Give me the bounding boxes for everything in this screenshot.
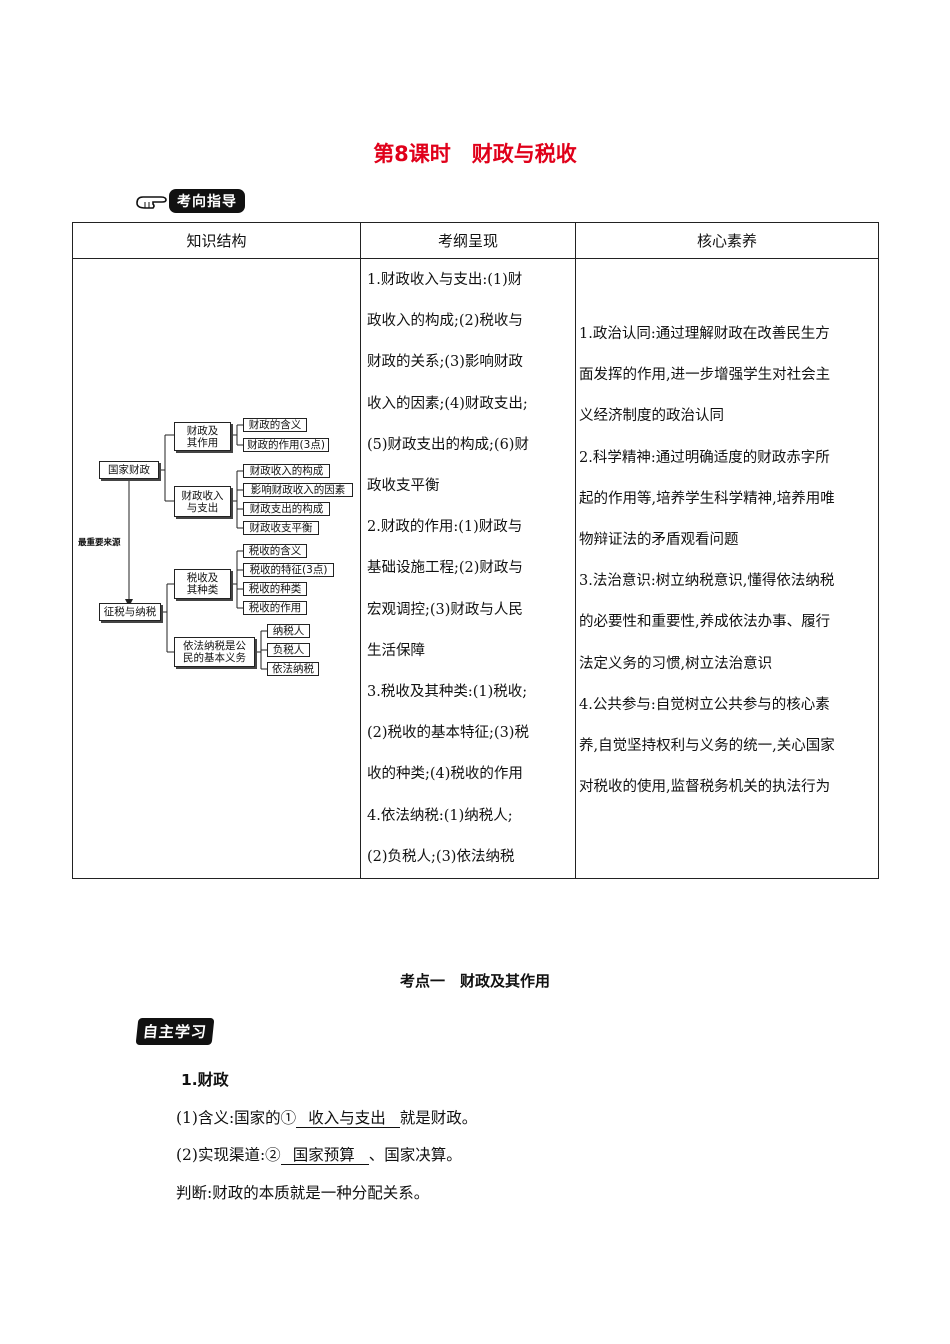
core-line: 面发挥的作用,进一步增强学生对社会主 [579,367,831,384]
node-tax-features: 税收的特征(3点) [243,563,334,577]
syllabus-line: 2.财政的作用:(1)财政与 [367,519,523,536]
node-finance-function: 财政及其作用 [174,422,231,451]
node-revenue-factors: 影响财政收入的因素 [243,483,353,497]
node-tax-bearer: 负税人 [267,643,310,657]
table-header-row: 知识结构 考纲呈现 核心素养 [72,222,879,259]
core-literacy-text: 1.政治认同:通过理解财政在改善民生方 面发挥的作用,进一步增强学生对社会主 义… [576,259,878,808]
header-syllabus: 考纲呈现 [360,222,576,259]
node-tax-types: 税收及其种类 [174,569,231,599]
guide-table: 知识结构 考纲呈现 核心素养 [72,222,879,880]
node-finance-meaning: 财政的含义 [243,418,307,432]
node-tax-levy: 征税与纳税 [99,603,161,621]
core-line: 物辩证法的矛盾观看问题 [579,532,739,549]
pointing-hand-icon [136,196,167,209]
core-line: 法定义务的习惯,树立法治意识 [579,655,773,672]
syllabus-line: 收的种类;(4)税收的作用 [367,766,523,783]
core-line: 4.公共参与:自觉树立公共参与的核心素 [579,696,830,713]
core-line: 对税收的使用,监督税务机关的执法行为 [579,779,831,796]
knowledge-diagram: 国家财政 财政及其作用 财政的含义 财政的作用(3点) 财政收入与支出 财政收入… [73,259,360,861]
node-budget-balance: 财政收支平衡 [243,521,319,535]
node-national-finance: 国家财政 [99,461,159,479]
node-tax-meaning: 税收的含义 [243,544,307,558]
syllabus-line: 收入的因素;(4)财政支出; [367,395,528,412]
syllabus-line: 基础设施工程;(2)财政与 [367,560,523,577]
study-line-judgment: 判断:财政的本质就是一种分配关系。 [176,1184,430,1202]
syllabus-line: 政收入的构成;(2)税收与 [367,313,523,330]
node-taxpayer: 纳税人 [267,624,310,638]
self-study-badge: 自主学习 [135,1018,215,1045]
guide-header: 考向指导 [135,189,245,213]
syllabus-cell: 1.财政收入与支出:(1)财 政收入的构成;(2)税收与 财政的关系;(3)影响… [360,257,576,880]
core-line: 的必要性和重要性,养成依法办事、履行 [579,614,831,631]
study-heading: 1.财政 [181,1071,229,1089]
syllabus-line: (2)负税人;(3)依法纳税 [367,848,515,865]
syllabus-line: 1.财政收入与支出:(1)财 [367,272,523,288]
core-line: 起的作用等,培养学生科学精神,培养用唯 [579,490,835,507]
node-revenue-composition: 财政收入的构成 [243,464,330,478]
diagram-connectors [125,424,267,670]
node-finance-role: 财政的作用(3点) [243,438,329,452]
syllabus-line: 3.税收及其种类:(1)税收; [367,684,528,701]
core-line: 义经济制度的政治认同 [579,408,724,425]
section-title: 考点一 财政及其作用 [399,972,550,990]
node-tax-role: 税收的作用 [243,601,307,615]
channel-suffix: 、国家决算。 [368,1146,462,1164]
table-body-row: 国家财政 财政及其作用 财政的含义 财政的作用(3点) 财政收入与支出 财政收入… [72,257,879,880]
core-line: 养,自觉坚持权利与义务的统一,关心国家 [579,738,835,755]
guide-badge: 考向指导 [169,189,245,213]
core-line: 1.政治认同:通过理解财政在改善民生方 [579,326,830,342]
syllabus-line: (2)税收的基本特征;(3)税 [367,725,529,742]
core-line: 2.科学精神:通过明确适度的财政赤字所 [579,449,830,466]
syllabus-line: 政收支平衡 [367,478,440,495]
syllabus-line: (5)财政支出的构成;(6)财 [367,436,529,453]
node-lawful-tax: 依法纳税 [267,662,319,676]
syllabus-line: 宏观调控;(3)财政与人民 [367,601,523,618]
answer-blank-2: 国家预算 [280,1146,369,1165]
page-title: 第8课时 财政与税收 [373,142,577,166]
node-tax-kinds: 税收的种类 [243,582,307,596]
core-literacy-cell: 1.政治认同:通过理解财政在改善民生方 面发挥的作用,进一步增强学生对社会主 义… [575,257,879,880]
syllabus-line: 财政的关系;(3)影响财政 [367,354,523,371]
channel-prefix: (2)实现渠道:② [176,1146,281,1164]
header-knowledge-structure: 知识结构 [72,222,361,259]
core-line: 3.法治意识:树立纳税意识,懂得依法纳税 [579,573,835,590]
syllabus-line: 生活保障 [367,642,425,659]
meaning-suffix: 就是财政。 [399,1109,478,1127]
node-lawful-tax-duty: 依法纳税是公民的基本义务 [174,637,255,667]
header-core-literacy: 核心素养 [575,222,879,259]
syllabus-text: 1.财政收入与支出:(1)财 政收入的构成;(2)税收与 财政的关系;(3)影响… [361,259,575,878]
knowledge-structure-cell: 国家财政 财政及其作用 财政的含义 财政的作用(3点) 财政收入与支出 财政收入… [72,257,361,880]
most-important-source-label: 最重要来源 [78,538,121,548]
node-expenditure-composition: 财政支出的构成 [243,502,330,516]
answer-blank-1: 收入与支出 [296,1109,400,1128]
node-revenue-expenditure: 财政收入与支出 [174,486,231,517]
syllabus-line: 4.依法纳税:(1)纳税人; [367,807,513,824]
meaning-prefix: (1)含义:国家的① [176,1109,297,1127]
